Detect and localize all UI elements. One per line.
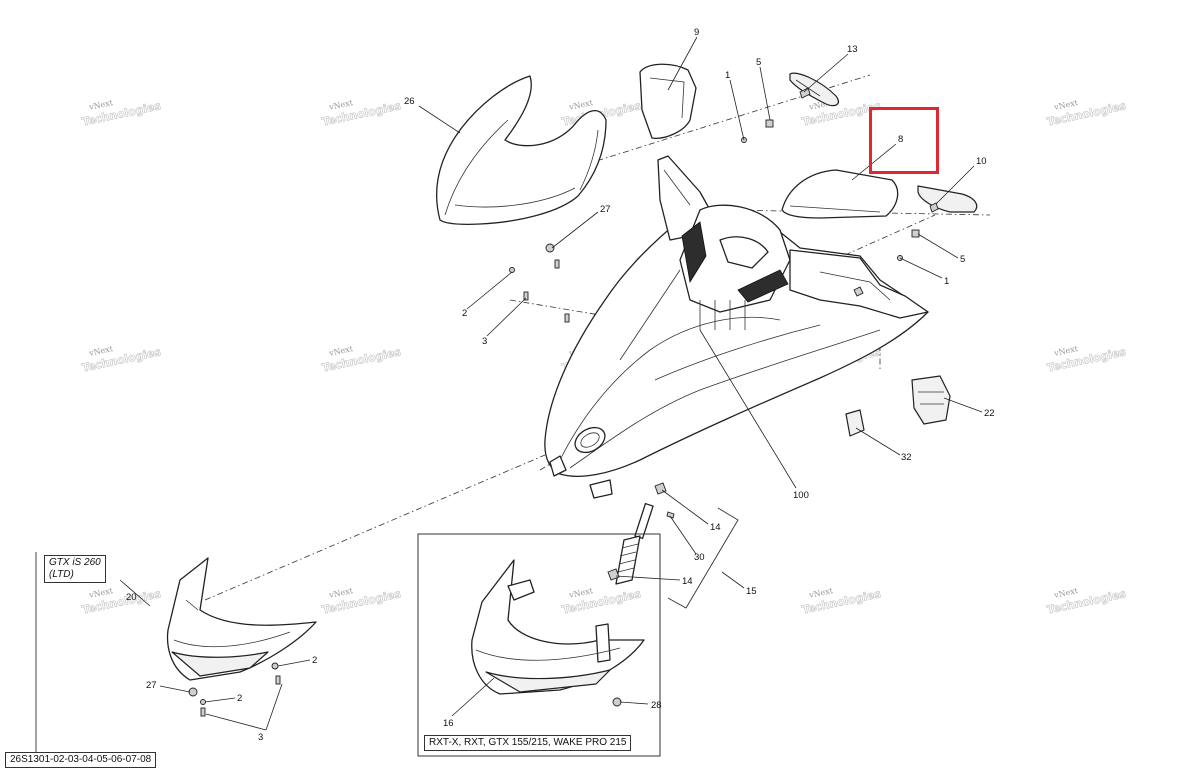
callout-26: 26 — [404, 96, 415, 107]
callout-1-top: 1 — [725, 70, 730, 81]
callout-15: 15 — [746, 586, 757, 597]
watermark: vNext Technologies — [800, 586, 882, 617]
callout-9: 9 — [694, 27, 699, 38]
callout-13: 13 — [847, 44, 858, 55]
part-26-cover — [435, 75, 607, 226]
watermark: vNext Technologies — [80, 98, 162, 129]
part-9-panel — [639, 63, 697, 139]
highlight-box-part-8 — [869, 107, 939, 174]
part-20-lower-nose — [166, 557, 317, 681]
callout-20: 20 — [126, 592, 137, 603]
callout-30: 30 — [694, 552, 705, 563]
callout-3-left: 3 — [482, 336, 487, 347]
watermark: vNext Technologies — [1045, 98, 1127, 129]
callout-16: 16 — [443, 718, 454, 729]
variant-label-models: RXT-X, RXT, GTX 155/215, WAKE PRO 215 — [424, 735, 632, 751]
watermark: vNext Technologies — [320, 98, 402, 129]
callout-2-sub-a: 2 — [312, 655, 317, 666]
callout-5-right: 5 — [960, 254, 965, 265]
part-8-lens — [781, 169, 899, 219]
drawing-id: 26S1301-02-03-04-05-06-07-08 — [5, 752, 157, 768]
callout-layer: 26 9 1 5 13 8 10 5 1 27 2 3 100 22 32 14… — [126, 27, 995, 743]
part-strut — [607, 482, 675, 585]
callout-14-b: 14 — [682, 576, 693, 587]
leader-lines — [119, 36, 983, 731]
callout-28: 28 — [651, 700, 662, 711]
callout-32: 32 — [901, 452, 912, 463]
variant-label-ltd: GTX iS 260 (LTD) — [44, 555, 106, 583]
callout-3-sub: 3 — [258, 732, 263, 743]
callout-14-a: 14 — [710, 522, 721, 533]
part-16-lower-nose — [471, 559, 645, 695]
watermark: vNext Technologies — [1045, 344, 1127, 375]
callout-5-top: 5 — [756, 57, 761, 68]
model-variant-frame — [35, 507, 739, 764]
callout-2-left: 2 — [462, 308, 467, 319]
watermark: vNext Technologies — [560, 586, 642, 617]
callout-22: 22 — [984, 408, 995, 419]
watermark: vNext Technologies — [1045, 586, 1127, 617]
part-13-mirror — [789, 72, 839, 107]
callout-8: 8 — [898, 134, 903, 145]
callout-10: 10 — [976, 156, 987, 167]
callout-100: 100 — [793, 490, 809, 501]
part-10-mirror — [917, 185, 978, 213]
part-32-clip — [845, 409, 865, 437]
callout-27-top: 27 — [600, 204, 611, 215]
watermark: vNext Technologies — [320, 586, 402, 617]
callout-2-sub-b: 2 — [237, 693, 242, 704]
part-100-hood — [544, 155, 929, 499]
part-22-latch — [911, 375, 951, 425]
callout-27-sub: 27 — [146, 680, 157, 691]
callout-1-right: 1 — [944, 276, 949, 287]
watermark: vNext Technologies — [320, 344, 402, 375]
watermark: vNext Technologies — [80, 344, 162, 375]
